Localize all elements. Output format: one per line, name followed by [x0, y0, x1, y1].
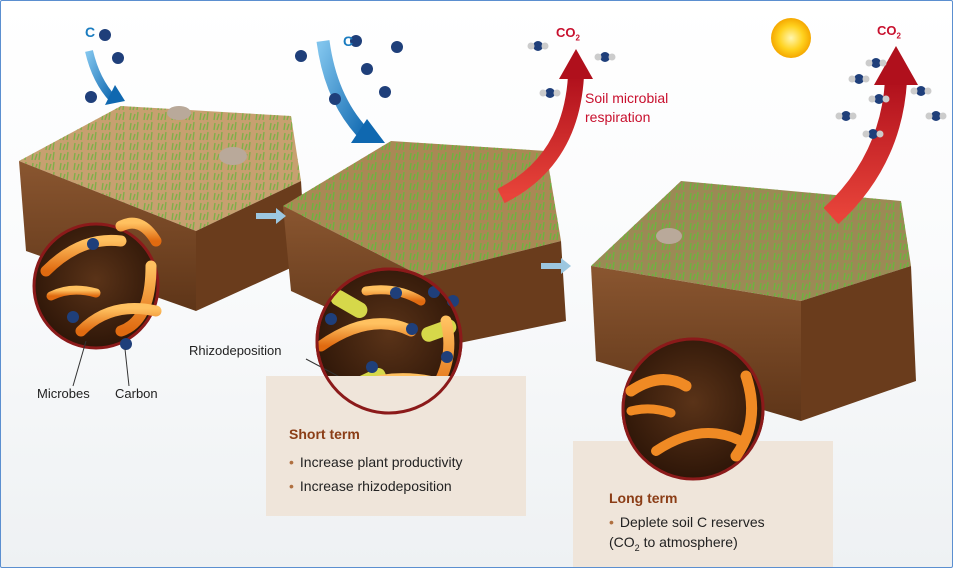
co2-arrow-2 [874, 46, 918, 85]
long-term-title: Long term [609, 490, 678, 506]
co2-label-2: CO2 [877, 23, 901, 41]
short-term-content: Short term •Increase plant productivity … [289, 426, 463, 498]
long-term-content: Long term •Deplete soil C reserves (CO2 … [609, 490, 765, 558]
co2-arrow-1 [559, 49, 593, 79]
co2-label-1: CO2 [556, 25, 580, 43]
short-term-item: •Increase rhizodeposition [289, 478, 452, 494]
microbes-leader-line [72, 340, 87, 387]
carbon-symbol-label-1: C [85, 24, 96, 40]
respiration-line-1: Soil microbial [585, 90, 669, 106]
respiration-label: Soil microbial respiration [585, 89, 668, 127]
carbon-label: Carbon [115, 386, 158, 401]
carbon-symbol-label-2: C [343, 33, 354, 49]
short-term-title: Short term [289, 426, 360, 442]
carbon-input-arrow-1 [105, 85, 125, 105]
co2-molecules [527, 41, 947, 139]
airborne-carbon-dots [85, 29, 403, 105]
short-term-item: •Increase plant productivity [289, 454, 463, 470]
rhizodeposition-label: Rhizodeposition [189, 343, 282, 358]
carbon-input-arrow-2 [351, 119, 385, 143]
microbes-label: Microbes [37, 386, 90, 401]
sun-icon [771, 18, 811, 58]
carbon-leader-line [124, 348, 130, 387]
respiration-line-2: respiration [585, 109, 651, 125]
long-term-item: •Deplete soil C reserves (CO2 to atmosph… [609, 514, 765, 553]
magnifier-1 [32, 217, 162, 350]
